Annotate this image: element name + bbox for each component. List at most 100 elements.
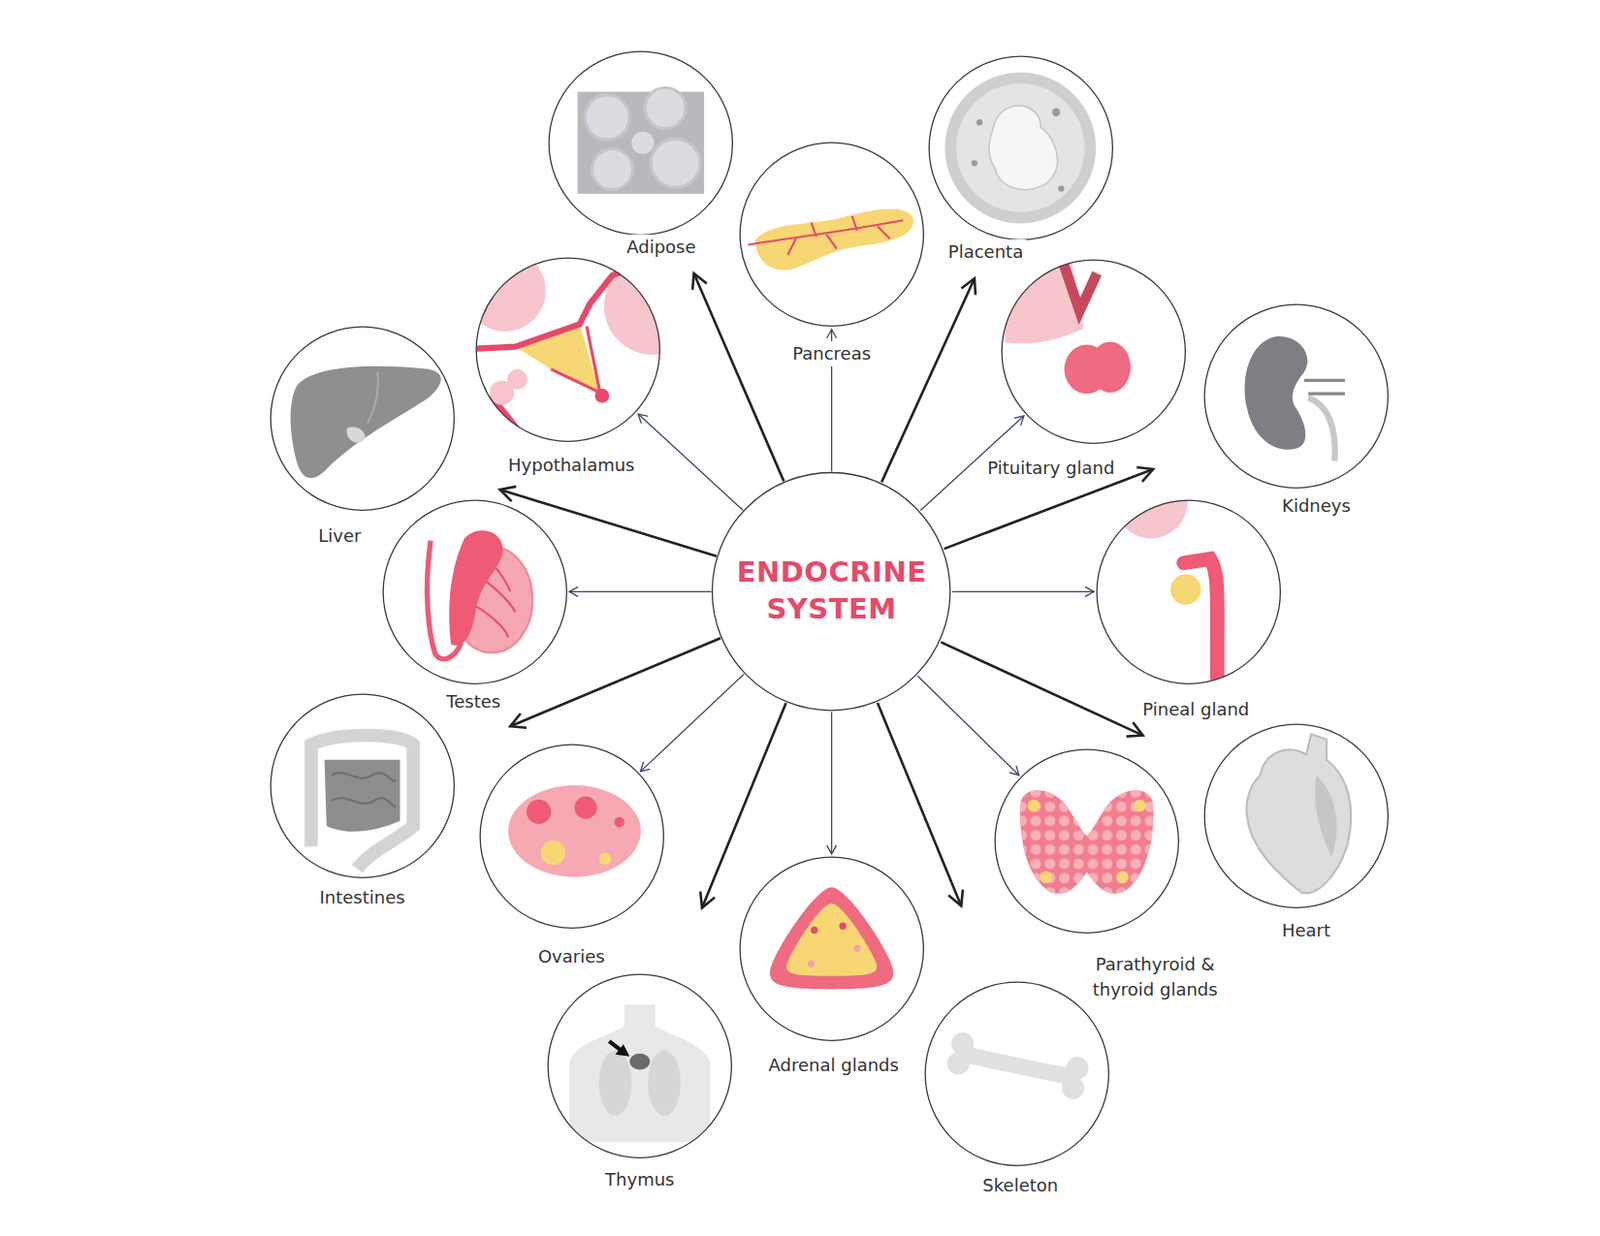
arrow-head bbox=[510, 713, 527, 729]
circle-outline bbox=[924, 981, 1111, 1168]
organ-label: Liver bbox=[315, 523, 364, 549]
circle-outline bbox=[738, 141, 926, 328]
organ-circle: Ovaries bbox=[479, 743, 666, 930]
organ-label: Adipose bbox=[623, 234, 699, 260]
arrow-head bbox=[1014, 416, 1024, 426]
circle-outline bbox=[475, 256, 662, 444]
thin-arrow bbox=[640, 673, 744, 771]
organ-label: Placenta bbox=[945, 239, 1026, 265]
arrow-line bbox=[881, 278, 975, 482]
arrow-head bbox=[638, 414, 648, 424]
organ-circle: Pancreas bbox=[738, 141, 926, 328]
arrow-head bbox=[827, 329, 837, 339]
organ-label: Pancreas bbox=[789, 341, 874, 367]
circle-outline bbox=[993, 748, 1181, 935]
pineal-art bbox=[1114, 465, 1217, 679]
arrow-line bbox=[917, 675, 1020, 775]
ovary-art bbox=[508, 785, 641, 878]
circle-outline bbox=[269, 693, 456, 880]
organ-circle: Pituitary gland bbox=[1000, 258, 1187, 446]
organ-circle: Thymus bbox=[546, 973, 734, 1160]
arrow-head bbox=[700, 892, 715, 909]
circle-outline bbox=[710, 471, 952, 712]
hypothalamus-art bbox=[464, 250, 703, 449]
organ-label: Thymus bbox=[602, 1167, 677, 1193]
arrow-head bbox=[1136, 467, 1153, 482]
organ-circle: Heart bbox=[1203, 723, 1390, 910]
bold-arrow bbox=[877, 703, 963, 906]
arrow-line bbox=[877, 703, 961, 906]
organ-label: Pituitary gland bbox=[984, 455, 1118, 481]
circle-outline bbox=[546, 973, 734, 1160]
circle-outline bbox=[1095, 499, 1282, 686]
bold-arrow bbox=[692, 273, 784, 481]
organ-circle: Intestines bbox=[269, 693, 456, 880]
organ-label: Ovaries bbox=[535, 944, 608, 970]
organ-circle: Pineal gland bbox=[1095, 499, 1282, 686]
pituitary-art bbox=[1005, 259, 1131, 394]
placenta-art bbox=[944, 72, 1096, 224]
arrow-head bbox=[1085, 586, 1094, 597]
arrow-line bbox=[640, 673, 744, 771]
organ-label: Pineal gland bbox=[1139, 697, 1252, 723]
arrow-line bbox=[500, 489, 717, 557]
organ-circle: Parathyroid & thyroid glands bbox=[993, 748, 1181, 935]
organ-label: Intestines bbox=[316, 885, 408, 911]
arrow-line bbox=[952, 591, 1094, 593]
thymus-art bbox=[569, 1004, 710, 1143]
center-title: ENDOCRINE SYSTEM bbox=[730, 555, 934, 629]
organ-circle: Liver bbox=[269, 325, 456, 512]
arrow-head bbox=[692, 273, 707, 290]
circle-outline bbox=[547, 50, 735, 237]
arrow-head bbox=[827, 845, 837, 855]
organ-label: Heart bbox=[1279, 918, 1334, 944]
thin-arrow bbox=[638, 414, 743, 511]
organ-circle: Adrenal glands bbox=[738, 856, 926, 1043]
organ-circle: Skeleton bbox=[924, 981, 1111, 1168]
organ-circle: Kidneys bbox=[1203, 303, 1390, 490]
organ-label: Testes bbox=[443, 689, 504, 715]
arrow-head bbox=[960, 278, 976, 295]
circle-outline bbox=[738, 856, 926, 1043]
arrow-line bbox=[638, 414, 743, 511]
organ-label: Kidneys bbox=[1279, 493, 1354, 519]
bold-arrow bbox=[940, 641, 1143, 736]
adrenal-art bbox=[769, 887, 894, 990]
thin-arrow bbox=[952, 586, 1094, 597]
circle-outline bbox=[928, 55, 1115, 242]
pancreas-art bbox=[747, 208, 914, 270]
circle-outline bbox=[269, 325, 456, 512]
center-circle: ENDOCRINE SYSTEM bbox=[710, 471, 952, 712]
arrow-head bbox=[1126, 722, 1144, 737]
organ-label: Hypothalamus bbox=[505, 452, 638, 479]
organ-circle: Placenta bbox=[928, 55, 1115, 242]
arrow-line bbox=[510, 638, 721, 727]
arrow-head bbox=[500, 486, 517, 502]
arrow-line bbox=[569, 591, 711, 593]
arrow-line bbox=[944, 469, 1153, 549]
circle-outline bbox=[479, 743, 666, 930]
adipose-art bbox=[577, 87, 704, 193]
organ-circle: Hypothalamus bbox=[475, 256, 662, 444]
arrow-head bbox=[569, 586, 578, 597]
circle-outline bbox=[1000, 258, 1187, 446]
arrow-line bbox=[940, 641, 1143, 736]
bone-art bbox=[945, 1030, 1091, 1102]
organ-label: Skeleton bbox=[979, 1173, 1061, 1199]
thin-arrow bbox=[917, 675, 1020, 775]
thin-arrow bbox=[827, 711, 837, 854]
circle-outline bbox=[1203, 303, 1390, 490]
organ-label: Adrenal glands bbox=[766, 1053, 902, 1079]
circle-outline bbox=[1203, 723, 1390, 910]
heart-art bbox=[1246, 734, 1351, 894]
liver-art bbox=[290, 366, 442, 479]
bold-arrow bbox=[881, 278, 976, 482]
kidney-art bbox=[1245, 336, 1345, 461]
bold-arrow bbox=[700, 703, 786, 908]
arrow-head bbox=[640, 762, 650, 772]
testes-art bbox=[426, 530, 533, 660]
bold-arrow bbox=[510, 638, 721, 728]
thyroid-art bbox=[1020, 790, 1153, 895]
arrow-head bbox=[948, 890, 963, 907]
